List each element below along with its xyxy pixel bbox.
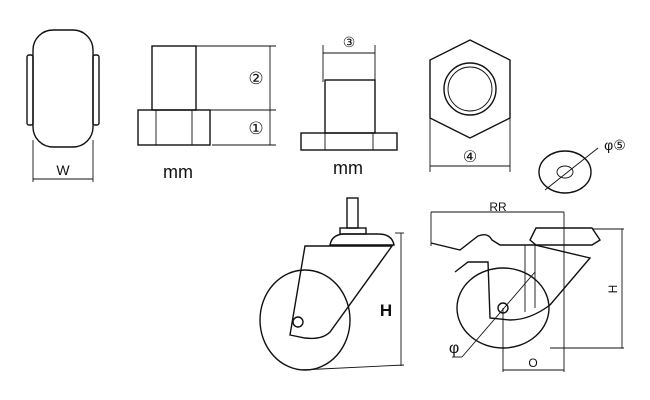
hex-nut-view: ④ bbox=[429, 39, 511, 172]
dim-2-label: ② bbox=[248, 69, 263, 88]
dim-4-label: ④ bbox=[463, 149, 477, 166]
brake-caster-view: RR H O φ bbox=[430, 200, 624, 372]
unit-label-2: mm bbox=[333, 158, 363, 178]
caster-height-label: H bbox=[380, 301, 392, 320]
washer-diameter-label: φ⑤ bbox=[604, 137, 626, 153]
wheel-width-label: W bbox=[56, 162, 70, 178]
wheel-diameter-label: φ bbox=[449, 340, 459, 357]
dim-3-label: ③ bbox=[343, 34, 356, 50]
square-stem-view: ③ mm bbox=[300, 34, 398, 178]
unit-label: mm bbox=[163, 162, 193, 182]
offset-label: O bbox=[528, 356, 537, 370]
stem-side-view: ② ① mm bbox=[137, 45, 276, 182]
swivel-caster-view: H bbox=[259, 197, 405, 371]
washer-view: φ⑤ bbox=[538, 137, 626, 194]
dim-1-label: ① bbox=[248, 119, 263, 138]
brake-height-label: H bbox=[606, 285, 620, 294]
brake-width-label: RR bbox=[489, 200, 507, 214]
wheel-front-view: W bbox=[26, 29, 100, 182]
